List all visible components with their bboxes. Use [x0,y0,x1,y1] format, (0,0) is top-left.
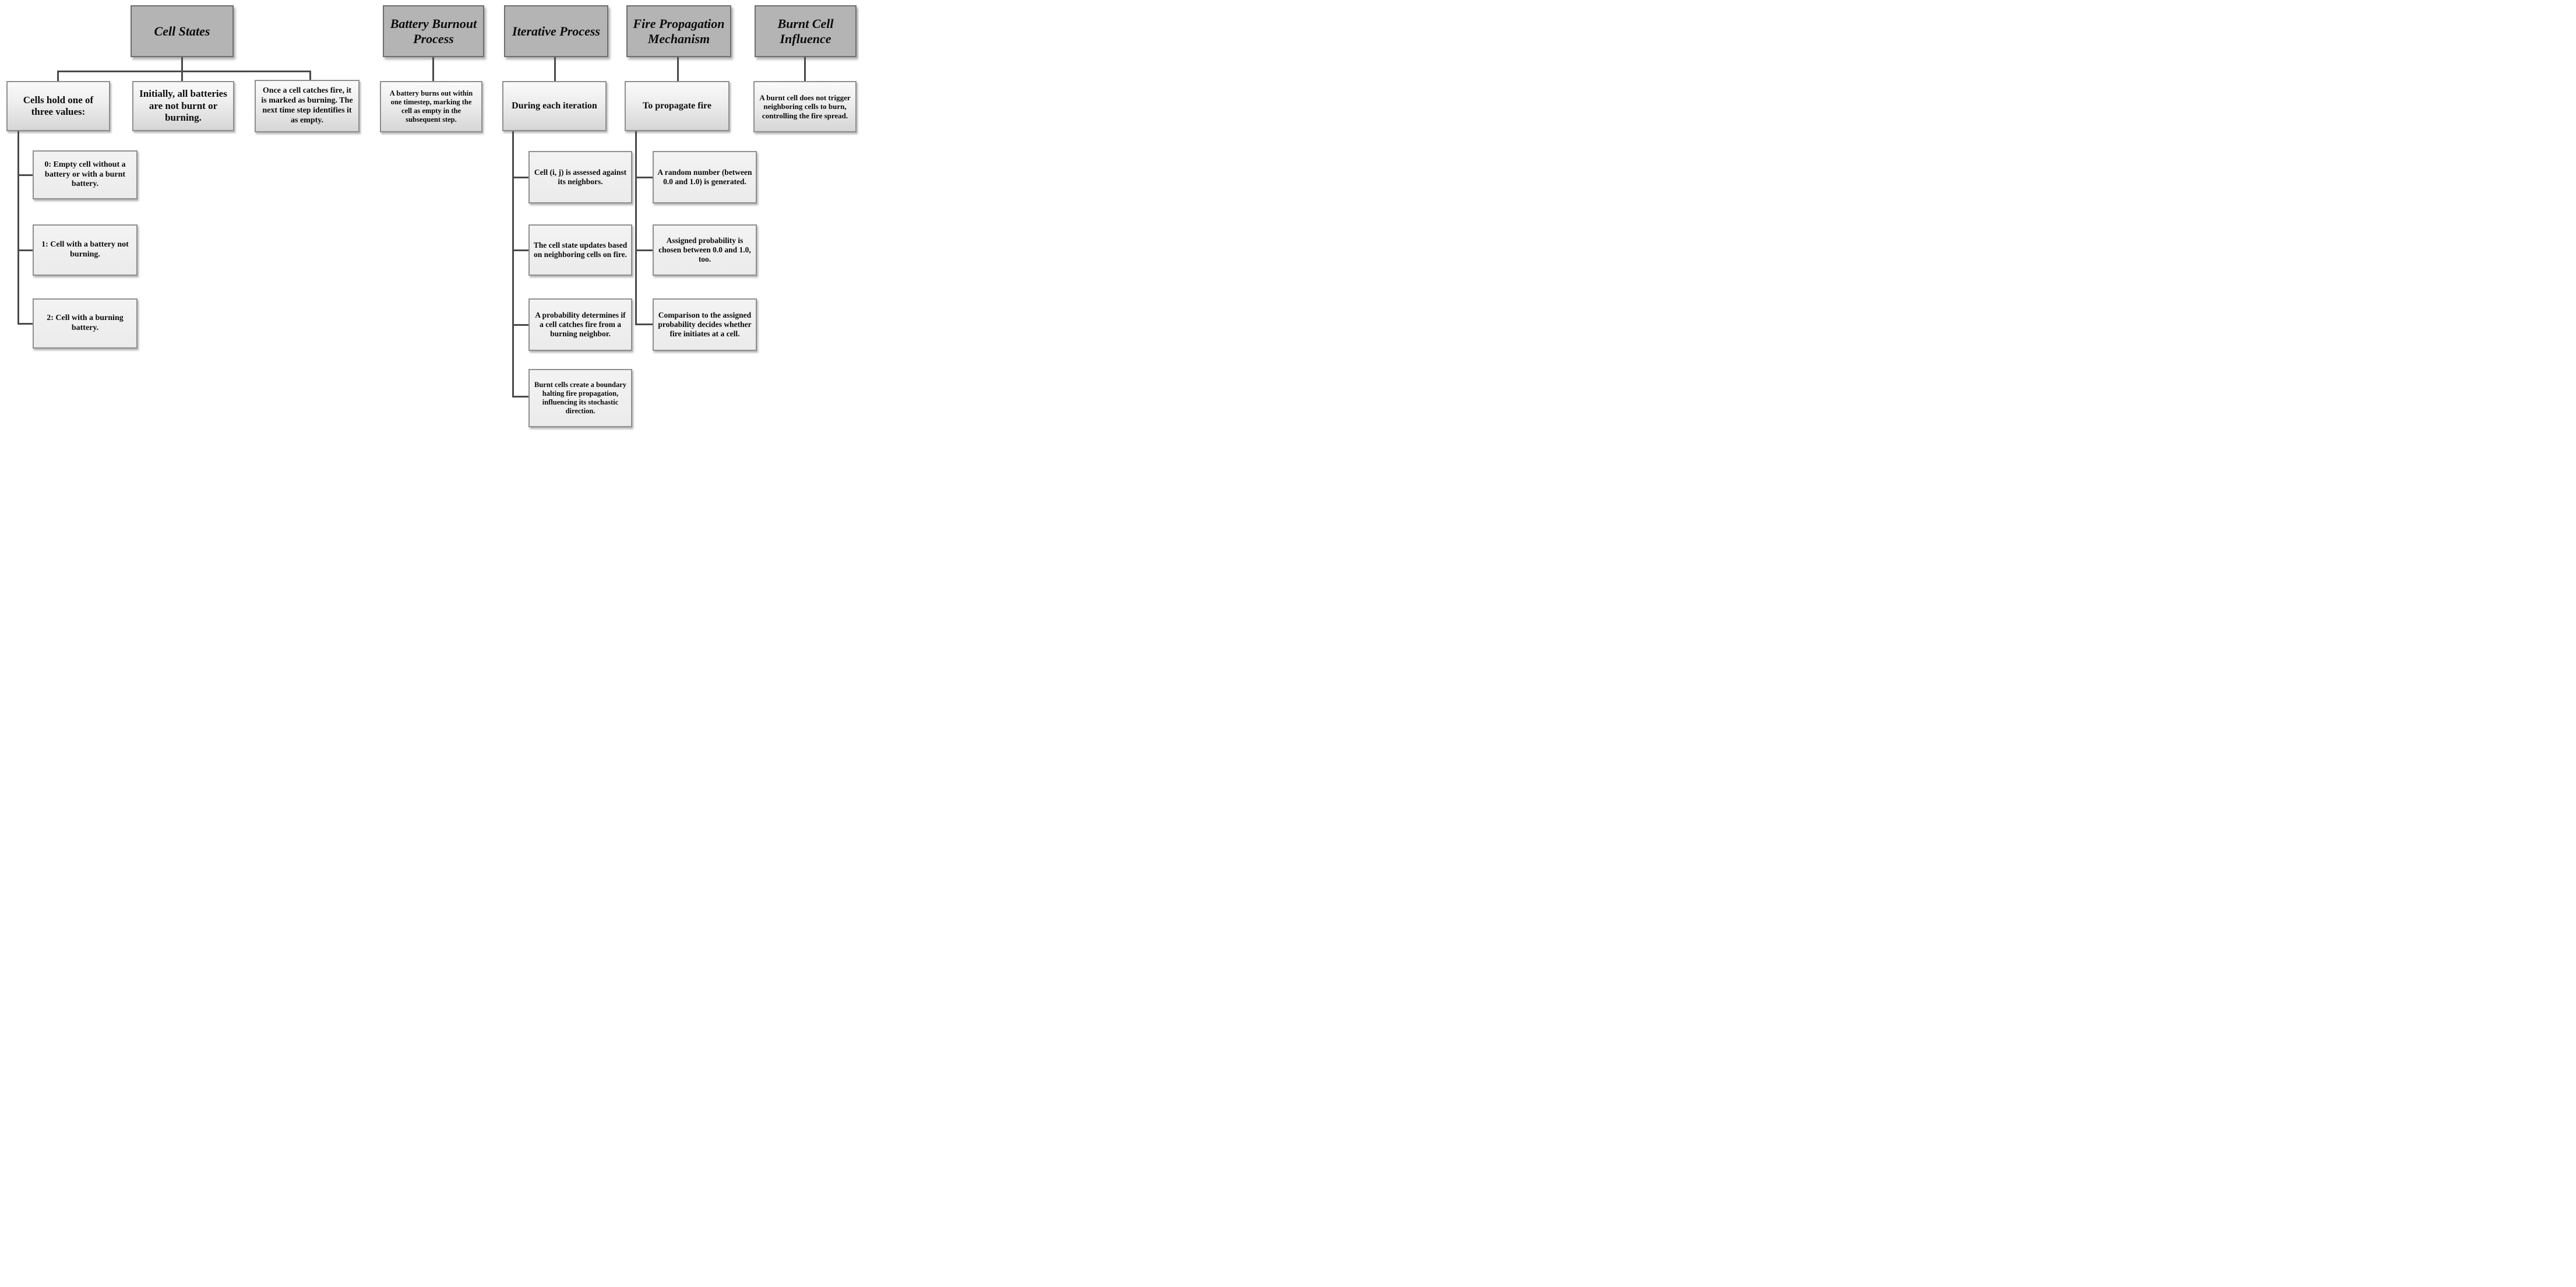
node-initially-not-burnt: Initially, all batteries are not burnt o… [132,81,234,131]
node-battery-burns-out-label: A battery burns out within one timestep,… [389,89,473,124]
node-burnt-cells-boundary-label: Burnt cells create a boundary halting fi… [534,381,627,415]
node-cells-hold-three-values-label: Cells hold one of three values: [23,94,94,117]
node-value-1-not-burning: 1: Cell with a battery not burning. [33,224,138,276]
node-value-0-empty-label: 0: Empty cell without a battery or with … [44,160,126,189]
connector-cell-states-drop-3 [309,71,311,82]
connector-propagate-stub-2 [635,323,653,325]
node-once-cell-catches-fire-label: Once a cell catches fire, it is marked a… [261,86,353,125]
header-burnt-cell-influence: Burnt Cell Influence [755,5,857,57]
connector-iteration-stub-0 [512,177,528,178]
node-value-0-empty: 0: Empty cell without a battery or with … [33,150,138,199]
node-random-number-generated: A random number (between 0.0 and 1.0) is… [653,151,757,203]
node-during-each-iteration-label: During each iteration [512,101,597,111]
node-battery-burns-out: A battery burns out within one timestep,… [380,81,482,132]
connector-iteration-stub-1 [512,249,528,251]
header-cell-states-label: Cell States [154,23,210,38]
node-probability-determines-fire-label: A probability determines if a cell catch… [535,310,626,339]
header-iterative-process: Iterative Process [504,5,608,57]
node-to-propagate-fire: To propagate fire [625,81,730,131]
connector-cell-states-drop-1 [57,71,59,82]
node-value-1-not-burning-label: 1: Cell with a battery not burning. [41,240,129,259]
node-comparison-decides-fire: Comparison to the assigned probability d… [653,298,757,351]
node-assigned-probability-chosen: Assigned probability is chosen between 0… [653,224,757,276]
node-burnt-cell-no-trigger: A burnt cell does not trigger neighborin… [753,81,857,132]
connector-cell-states-drop-2 [181,71,183,82]
header-iterative-process-label: Iterative Process [512,23,600,38]
node-once-cell-catches-fire: Once a cell catches fire, it is marked a… [255,80,360,132]
connector-propagate-stub-1 [635,249,653,251]
header-fire-propagation-mechanism: Fire Propagation Mechanism [626,5,731,57]
connector-cell-states-bar [57,71,311,72]
connector-propagate-stub-0 [635,177,653,178]
connector-iteration-stub-3 [512,396,528,398]
header-cell-states: Cell States [131,5,234,57]
connector-values-rail [17,130,19,325]
connector-fire-stem [677,57,679,81]
node-burnt-cells-boundary: Burnt cells create a boundary halting fi… [528,369,632,427]
connector-values-stub-1 [17,249,33,251]
node-during-each-iteration: During each iteration [502,81,607,131]
node-cell-state-updates: The cell state updates based on neighbor… [528,224,632,276]
connector-values-stub-0 [17,174,33,176]
node-initially-not-burnt-label: Initially, all batteries are not burnt o… [139,88,227,124]
node-cell-assessed-neighbors: Cell (i, j) is assessed against its neig… [528,151,632,203]
connector-values-stub-2 [17,323,33,325]
node-to-propagate-fire-label: To propagate fire [643,101,711,111]
node-cell-assessed-neighbors-label: Cell (i, j) is assessed against its neig… [534,167,627,186]
node-value-2-burning-label: 2: Cell with a burning battery. [47,314,124,332]
node-cells-hold-three-values: Cells hold one of three values: [6,81,110,131]
connector-iteration-stub-2 [512,324,528,326]
header-burnt-cell-label: Burnt Cell Influence [777,16,834,46]
header-battery-burnout-process: Battery Burnout Process [383,5,484,57]
node-random-number-generated-label: A random number (between 0.0 and 1.0) is… [657,167,752,186]
node-burnt-cell-no-trigger-label: A burnt cell does not trigger neighborin… [759,93,851,120]
connector-propagate-rail [635,130,637,325]
node-value-2-burning: 2: Cell with a burning battery. [33,298,138,349]
connector-cell-states-stem [181,57,183,72]
org-chart-diagram: Cell States Battery Burnout Process Iter… [0,0,859,431]
node-assigned-probability-chosen-label: Assigned probability is chosen between 0… [658,235,751,264]
node-cell-state-updates-label: The cell state updates based on neighbor… [533,240,628,259]
connector-iterative-stem [554,57,556,81]
header-fire-propagation-label: Fire Propagation Mechanism [633,16,725,46]
connector-iteration-rail [512,130,514,398]
connector-burnt-stem [804,57,806,81]
header-battery-burnout-label: Battery Burnout Process [390,16,477,46]
connector-battery-stem [432,57,434,81]
node-probability-determines-fire: A probability determines if a cell catch… [528,298,632,351]
node-comparison-decides-fire-label: Comparison to the assigned probability d… [658,310,752,339]
